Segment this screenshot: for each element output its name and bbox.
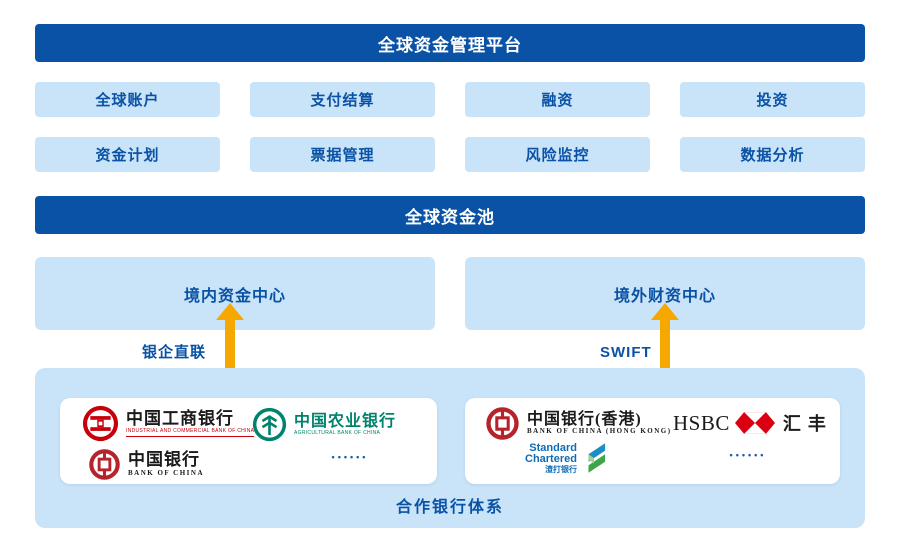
sc-chinese-name: 渣打银行 [544,464,577,474]
boc-subtitle: BANK OF CHINA [128,469,205,477]
module-label: 支付结算 [310,92,375,109]
module-global-accounts: 全球账户 [35,82,220,117]
bochk-emblem-icon [486,407,519,440]
hsbc-name: HSBC [673,410,730,435]
hsbc-chinese-name: 汇丰 [782,414,833,434]
bochk-logo: 中国银行(香港) BANK OF CHINA (HONG KONG) [485,406,672,441]
hsbc-logo: HSBC 汇丰 [673,410,833,436]
module-label: 数据分析 [740,147,805,164]
abc-name: 中国农业银行 [294,412,397,430]
boc-logo: 中国银行 BANK OF CHINA [88,448,204,481]
module-label: 投资 [756,92,789,109]
boc-name: 中国银行 [128,450,200,470]
bochk-name: 中国银行(香港) [527,410,642,428]
module-data-analysis: 数据分析 [680,137,865,172]
module-risk-monitoring: 风险监控 [465,137,650,172]
icbc-name: 中国工商银行 [126,409,234,429]
more-banks-ellipsis: •••••• [729,450,767,460]
more-banks-ellipsis: •••••• [331,452,369,462]
boc-emblem-icon [89,449,120,480]
abc-emblem-icon [252,407,287,442]
icbc-subtitle: INDUSTRIAL AND COMMERCIAL BANK OF CHINA [126,429,255,437]
platform-title: 全球资金管理平台 [378,35,522,55]
module-label: 风险监控 [525,147,590,164]
partner-banks-title: 合作银行体系 [395,499,504,516]
sc-name-line2: Chartered [525,452,577,465]
module-label: 融资 [541,92,574,109]
overseas-treasury-center-label: 境外财资中心 [613,287,716,305]
double-arrow-icon [216,303,244,396]
module-label: 全球账户 [95,92,160,109]
swift-label: SWIFT [600,344,652,361]
cash-pool-bar: 全球资金池 [35,196,865,234]
module-investment: 投资 [680,82,865,117]
overseas-banks-panel: 中国银行(香港) BANK OF CHINA (HONG KONG) HSBC … [465,398,840,484]
module-bill-management: 票据管理 [250,137,435,172]
module-label: 票据管理 [310,147,375,164]
hsbc-hexagon-icon [734,412,775,434]
domestic-banks-panel: 中国工商银行 INDUSTRIAL AND COMMERCIAL BANK OF… [60,398,437,484]
module-fund-planning: 资金计划 [35,137,220,172]
domestic-fund-center-label: 境内资金中心 [183,287,286,305]
bank-enterprise-link-label: 银企直联 [142,344,207,361]
double-arrow-icon [651,303,679,396]
module-label: 资金计划 [95,147,160,164]
sc-name-line1: Standard [529,441,577,454]
module-payment-settlement: 支付结算 [250,82,435,117]
abc-subtitle: AGRICULTURAL BANK OF CHINA [294,429,381,436]
sc-s-mark-icon [588,443,606,473]
abc-logo: 中国农业银行 AGRICULTURAL BANK OF CHINA [252,407,396,442]
cash-pool-title: 全球资金池 [405,207,495,227]
icbc-logo: 中国工商银行 INDUSTRIAL AND COMMERCIAL BANK OF… [82,405,255,442]
icbc-emblem-icon [82,405,119,442]
standard-chartered-logo: Standard Chartered 渣打银行 [525,442,606,474]
module-financing: 融资 [465,82,650,117]
platform-title-bar: 全球资金管理平台 [35,24,865,62]
bochk-subtitle: BANK OF CHINA (HONG KONG) [527,427,672,436]
